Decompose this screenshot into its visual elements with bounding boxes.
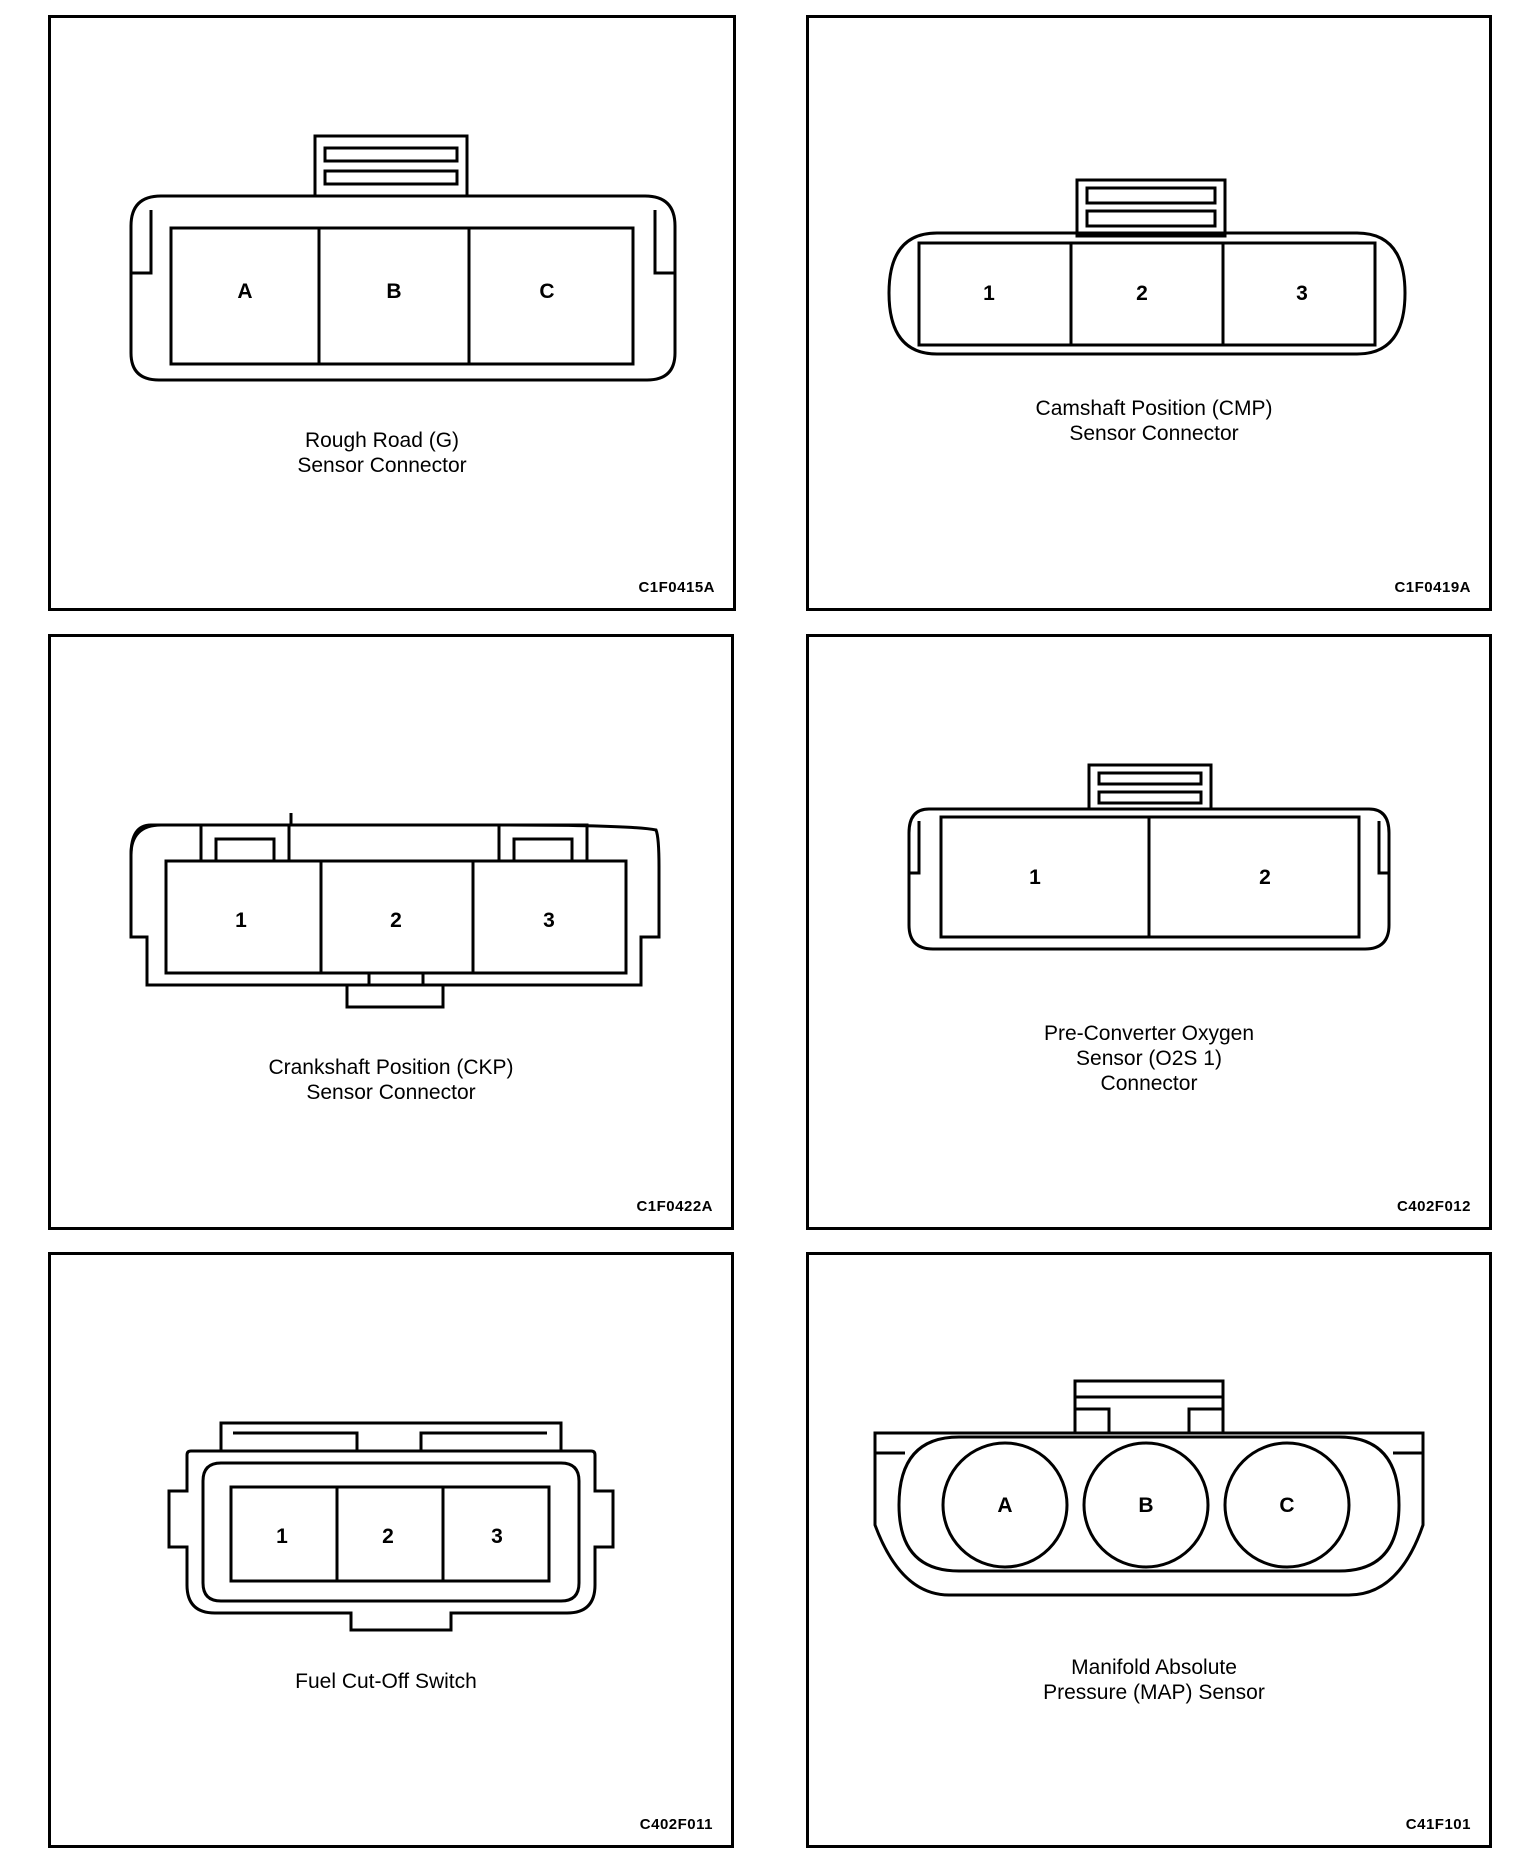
- connector-caption: Manifold Absolute Pressure (MAP) Sensor: [819, 1655, 1489, 1705]
- connector-panel-fuel-cutoff: 1 2 3 Fuel Cut-Off Switch C402F011: [48, 1252, 734, 1848]
- caption-line: Sensor (O2S 1): [1076, 1047, 1222, 1070]
- caption-line: Connector: [1100, 1072, 1198, 1095]
- pin-label: 3: [1296, 282, 1308, 305]
- figure-code: C402F012: [1396, 1198, 1471, 1215]
- rough-road-connector-drawing: A B C: [129, 134, 677, 382]
- connector-caption: Rough Road (G) Sensor Connector: [31, 428, 733, 478]
- caption-line: Sensor Connector: [297, 454, 467, 477]
- figure-code: C1F0422A: [636, 1198, 713, 1215]
- caption-line: Fuel Cut-Off Switch: [295, 1670, 477, 1693]
- o2s-connector-drawing: 1 2: [907, 763, 1391, 951]
- figure-code: C41F101: [1405, 1816, 1471, 1833]
- pin-label: C: [539, 280, 554, 303]
- pin-label: 1: [1029, 866, 1041, 889]
- connector-panel-rough-road: A B C Rough Road (G) Sensor Connector C1…: [48, 15, 736, 611]
- pin-label: 1: [983, 282, 995, 305]
- figure-code: C1F0415A: [638, 579, 715, 596]
- caption-line: Camshaft Position (CMP): [1035, 397, 1273, 420]
- connector-caption: Pre-Converter Oxygen Sensor (O2S 1) Conn…: [809, 1021, 1489, 1096]
- caption-line: Rough Road (G): [304, 429, 460, 452]
- caption-line: Pre-Converter Oxygen: [1043, 1022, 1255, 1045]
- caption-line: Manifold Absolute: [1071, 1656, 1237, 1679]
- pin-label: 2: [1259, 866, 1271, 889]
- figure-code: C402F011: [639, 1816, 713, 1833]
- map-connector-drawing: A B C: [873, 1379, 1425, 1597]
- pin-label: B: [386, 280, 401, 303]
- ckp-connector-drawing: 1 2 3: [129, 813, 661, 1009]
- pin-label: B: [1138, 1494, 1153, 1517]
- caption-line: Sensor Connector: [306, 1081, 476, 1104]
- pin-label: 3: [491, 1525, 503, 1548]
- connector-caption: Camshaft Position (CMP) Sensor Connector: [819, 396, 1489, 446]
- cmp-connector-drawing: 1 2 3: [887, 178, 1407, 356]
- connector-caption: Fuel Cut-Off Switch: [41, 1669, 731, 1694]
- pin-label: 2: [382, 1525, 394, 1548]
- pin-label: 2: [390, 909, 402, 932]
- connector-panel-cmp: 1 2 3 Camshaft Position (CMP) Sensor Con…: [806, 15, 1492, 611]
- pin-label: A: [237, 280, 252, 303]
- fuel-cutoff-connector-drawing: 1 2 3: [167, 1421, 615, 1632]
- connector-panel-ckp: 1 2 3 Crankshaft Position (CKP) Sensor C…: [48, 634, 734, 1230]
- pin-label: 1: [235, 909, 247, 932]
- caption-line: Pressure (MAP) Sensor: [1043, 1681, 1265, 1704]
- connector-panel-o2s: 1 2 Pre-Converter Oxygen Sensor (O2S 1) …: [806, 634, 1492, 1230]
- connector-caption: Crankshaft Position (CKP) Sensor Connect…: [51, 1055, 731, 1105]
- pin-label: 2: [1136, 282, 1148, 305]
- connector-panel-map: A B C Manifold Absolute Pressure (MAP) S…: [806, 1252, 1492, 1848]
- pin-label: C: [1279, 1494, 1294, 1517]
- pin-label: A: [997, 1494, 1012, 1517]
- caption-line: Crankshaft Position (CKP): [268, 1056, 514, 1079]
- figure-code: C1F0419A: [1394, 579, 1471, 596]
- pin-label: 1: [276, 1525, 288, 1548]
- pin-label: 3: [543, 909, 555, 932]
- caption-line: Sensor Connector: [1069, 422, 1239, 445]
